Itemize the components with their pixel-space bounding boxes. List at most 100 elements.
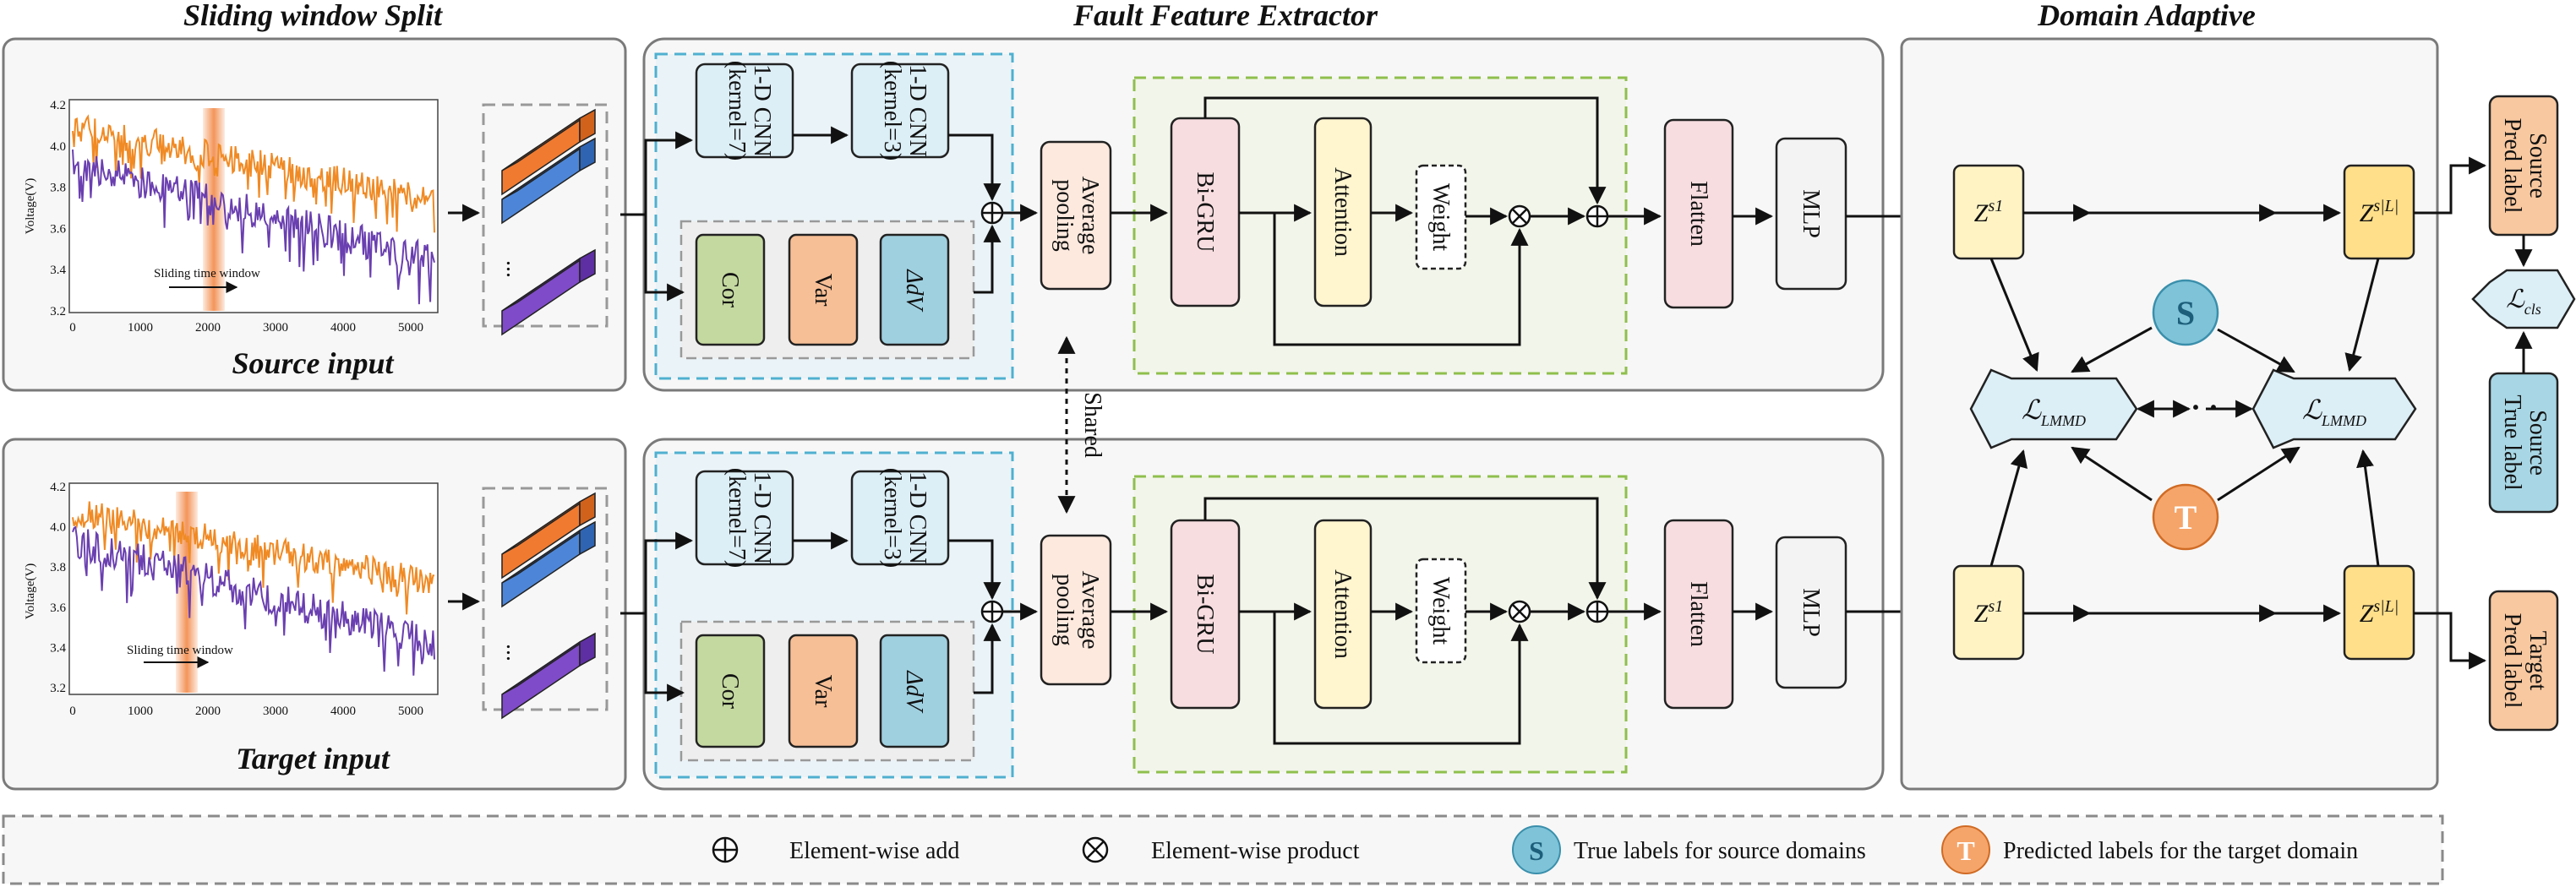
y-tick-label: 3.6 bbox=[50, 222, 66, 236]
x-tick-label: 4000 bbox=[330, 705, 356, 718]
section-title-split: Sliding window Split bbox=[183, 0, 443, 32]
source-orange-series bbox=[72, 114, 435, 233]
target-window-stack: ... bbox=[482, 487, 609, 720]
mlp-label: MLP bbox=[1798, 189, 1824, 238]
y-axis-label-target: Voltage(V) bbox=[24, 563, 37, 619]
legend-panel bbox=[2, 814, 2444, 885]
flatten-label-target: Flatten bbox=[1685, 581, 1711, 647]
legend-product-label: Element-wise product bbox=[1151, 838, 1360, 864]
cnn7-label-target: 1-D CNN(kernel=7) bbox=[723, 468, 775, 568]
cor-block bbox=[695, 233, 766, 346]
cnn3-label-target: 1-D CNN(kernel=3) bbox=[879, 468, 931, 568]
section-title-extractor: Fault Feature Extractor bbox=[1072, 0, 1378, 32]
t-circle-label: T bbox=[2175, 498, 2197, 536]
y-tick-label: 3.2 bbox=[50, 682, 66, 695]
window-label-target: Sliding time window bbox=[127, 644, 233, 657]
legend-s-label: True labels for source domains bbox=[1574, 838, 1866, 864]
legend-t-label: Predicted labels for the target domain bbox=[2003, 838, 2358, 864]
cor-label: Cor bbox=[717, 272, 743, 308]
x-tick-label: 1000 bbox=[128, 321, 153, 335]
cls-loss bbox=[2471, 269, 2576, 329]
source-purple-series bbox=[72, 150, 435, 305]
mlp-label-target: MLP bbox=[1798, 588, 1824, 637]
cor-label-target: Cor bbox=[717, 673, 743, 710]
z-s1-target-label: Zs1 bbox=[1974, 597, 2003, 628]
target-input-label: Target input bbox=[236, 742, 390, 775]
mlp-block bbox=[1775, 137, 1847, 291]
var-block-target bbox=[788, 634, 859, 748]
weight-block bbox=[1415, 164, 1467, 270]
window-slice bbox=[579, 492, 596, 527]
legend-add: Element-wise add bbox=[712, 836, 959, 864]
target-extractor: 1-D CNN(kernel=7) 1-D CNN(kernel=3) Cor … bbox=[654, 451, 1847, 779]
source-input-label: Source input bbox=[232, 346, 394, 380]
legend-t-letter: T bbox=[1957, 835, 1974, 866]
s-circle-label: S bbox=[2176, 294, 2195, 332]
y-tick-label: 3.8 bbox=[50, 561, 66, 574]
source-voltage-plot: Sliding time window Voltage(V) 4.24.03.8… bbox=[24, 99, 439, 335]
window-label: Sliding time window bbox=[154, 267, 260, 280]
cnn7-block bbox=[695, 63, 794, 159]
shared-label: Shared bbox=[1079, 392, 1105, 458]
y-tick-label: 4.0 bbox=[50, 521, 66, 535]
stack-ellipsis: ... bbox=[501, 644, 527, 661]
ellipsis: · · · bbox=[2173, 390, 2219, 424]
source-true-label: SourceTrue label bbox=[2499, 395, 2551, 491]
x-tick-label: 2000 bbox=[195, 705, 221, 718]
var-label-target: Var bbox=[810, 675, 836, 709]
t-circle bbox=[2152, 483, 2219, 551]
dv-block bbox=[879, 233, 950, 346]
var-block bbox=[788, 233, 859, 346]
s-circle bbox=[2152, 279, 2219, 346]
window-slice bbox=[579, 108, 596, 144]
bigru-label-target: Bi-GRU bbox=[1192, 574, 1218, 655]
x-tick-label: 5000 bbox=[398, 705, 423, 718]
legend-add-label: Element-wise add bbox=[789, 838, 959, 864]
target-orange-series bbox=[72, 501, 434, 615]
window-slice bbox=[579, 248, 596, 284]
cnn7-label: 1-D CNN(kernel=7) bbox=[723, 61, 775, 161]
cnn3-block-target bbox=[850, 470, 950, 566]
legend-t: T Predicted labels for the target domain bbox=[1941, 825, 2358, 874]
x-tick-label: 4000 bbox=[330, 321, 356, 335]
section-title-adaptive: Domain Adaptive bbox=[2037, 0, 2256, 32]
target-voltage-plot: Sliding time window Voltage(V) 4.2 4.0 3.8… bbox=[24, 481, 439, 718]
x-tick-label: 1000 bbox=[128, 705, 153, 718]
lmmd-left-label: ℒLMMD bbox=[2022, 395, 2086, 429]
z-s1-source-label: Zs1 bbox=[1974, 197, 2003, 227]
weight-label-target: Weight bbox=[1427, 577, 1454, 645]
y-tick-label: 3.6 bbox=[50, 601, 66, 615]
cor-block-target bbox=[695, 634, 766, 748]
source-pred-label: SourcePred label bbox=[2499, 118, 2551, 214]
cnn3-label: 1-D CNN(kernel=3) bbox=[879, 61, 931, 161]
cls-loss-label: ℒcls bbox=[2506, 286, 2541, 318]
average-pooling-block-target bbox=[1040, 534, 1112, 686]
target-pred-label-box bbox=[2488, 590, 2559, 732]
x-tick-label: 0 bbox=[69, 705, 76, 718]
legend-product: Element-wise product bbox=[1082, 836, 1360, 864]
x-tick-label: 0 bbox=[69, 321, 76, 335]
stack-ellipsis: ... bbox=[501, 260, 527, 278]
bigru-label: Bi-GRU bbox=[1192, 172, 1218, 253]
average-pooling-label-target: Averagepooling bbox=[1051, 571, 1103, 650]
window-slice bbox=[579, 137, 596, 172]
cnn7-block-target bbox=[695, 470, 794, 566]
flatten-block bbox=[1663, 118, 1734, 309]
y-tick-label: 4.0 bbox=[50, 140, 66, 154]
y-tick-label: 3.4 bbox=[50, 641, 66, 655]
weight-label: Weight bbox=[1427, 183, 1454, 251]
attention-label-target: Attention bbox=[1329, 569, 1356, 659]
target-pred-label: TargetPred label bbox=[2499, 613, 2551, 709]
lmmd-right bbox=[2251, 368, 2417, 449]
flatten-label: Flatten bbox=[1685, 181, 1711, 247]
weight-block-target bbox=[1415, 558, 1467, 664]
var-label: Var bbox=[810, 274, 836, 307]
y-tick-label: 4.2 bbox=[50, 99, 66, 112]
lmmd-left bbox=[1969, 368, 2138, 449]
attention-block-target bbox=[1313, 519, 1373, 710]
lmmd-right-label: ℒLMMD bbox=[2302, 395, 2366, 429]
source-extractor: 1-D CNN(kernel=7) 1-D CNN(kernel=3) Cor … bbox=[654, 52, 1847, 380]
legend-s: S True labels for source domains bbox=[1512, 825, 1866, 874]
y-tick-label: 4.2 bbox=[50, 481, 66, 494]
